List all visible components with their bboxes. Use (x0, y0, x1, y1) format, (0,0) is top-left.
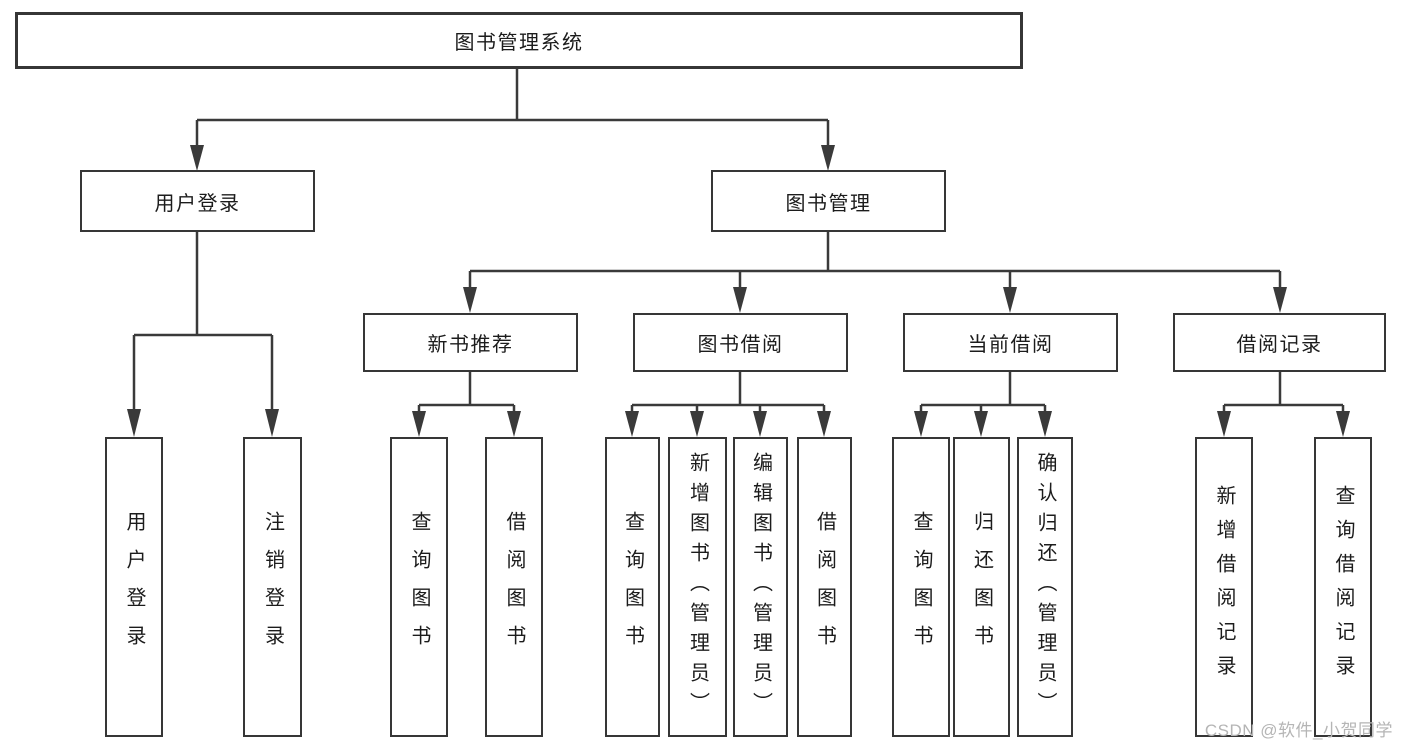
node-label: 新增图书︵管理员︶ (686, 452, 709, 722)
leaf-add-books-admin: 新增图书︵管理员︶ (668, 437, 727, 737)
node-label: 查询图书 (408, 511, 430, 663)
arrow-down-icon (190, 145, 204, 171)
leaf-query-books-recommend: 查询图书 (390, 437, 448, 737)
borrow-record-branch-line (1222, 371, 1345, 414)
node-label: 编辑图书︵管理员︶ (749, 452, 772, 722)
book-management-branch-line (468, 232, 1282, 290)
leaf-query-borrow-record: 查询借阅记录 (1314, 437, 1372, 737)
arrow-down-icon (733, 287, 747, 313)
node-label: 查询借阅记录 (1332, 485, 1354, 689)
node-label: 图书管理 (785, 192, 872, 215)
arrow-down-icon (463, 287, 477, 313)
node-label: 用户登录 (123, 511, 145, 663)
node-book-borrowing: 图书借阅 (633, 313, 848, 372)
arrow-down-icon (974, 411, 988, 437)
node-borrowing-records: 借阅记录 (1173, 313, 1386, 372)
new-book-branch-line (417, 371, 516, 414)
node-label: 借阅图书 (813, 511, 836, 663)
node-label: 借阅图书 (503, 511, 525, 663)
arrow-down-icon (1273, 287, 1287, 313)
node-label: 图书管理系统 (454, 32, 584, 54)
arrow-down-icon (127, 409, 141, 437)
node-library-management-system: 图书管理系统 (15, 12, 1023, 69)
arrow-down-icon (412, 411, 426, 437)
arrow-down-icon (625, 411, 639, 437)
arrow-down-icon (1038, 411, 1052, 437)
node-label: 查询图书 (910, 511, 932, 663)
leaf-logout: 注销登录 (243, 437, 302, 737)
root-branch-line (195, 69, 830, 148)
arrow-down-icon (821, 145, 835, 171)
leaf-query-books-current: 查询图书 (892, 437, 950, 737)
arrow-down-icon (265, 409, 279, 437)
arrow-down-icon (1003, 287, 1017, 313)
node-user-login: 用户登录 (80, 170, 315, 232)
arrow-down-icon (817, 411, 831, 437)
node-label: 新书推荐 (427, 334, 514, 356)
node-book-management: 图书管理 (711, 170, 946, 232)
node-label: 当前借阅 (967, 334, 1054, 356)
user-login-branch-line (132, 232, 274, 412)
node-label: 用户登录 (154, 192, 241, 215)
node-label: 注销登录 (261, 511, 284, 663)
node-label: 图书借阅 (697, 334, 784, 356)
arrow-down-icon (1336, 411, 1350, 437)
leaf-edit-books-admin: 编辑图书︵管理员︶ (733, 437, 788, 737)
leaf-borrow-books: 借阅图书 (797, 437, 852, 737)
book-borrow-branch-line (630, 371, 826, 414)
arrow-down-icon (507, 411, 521, 437)
leaf-return-books: 归还图书 (953, 437, 1010, 737)
node-label: 借阅记录 (1236, 334, 1323, 356)
node-label: 新增借阅记录 (1213, 485, 1235, 689)
arrow-down-icon (753, 411, 767, 437)
node-label: 确认归还︵管理员︶ (1034, 452, 1056, 722)
leaf-query-books-borrow: 查询图书 (605, 437, 660, 737)
csdn-watermark: CSDN @软件_小贺同学 (1204, 721, 1393, 740)
node-current-borrowing: 当前借阅 (903, 313, 1118, 372)
leaf-add-borrow-record: 新增借阅记录 (1195, 437, 1253, 737)
leaf-confirm-return-admin: 确认归还︵管理员︶ (1017, 437, 1073, 737)
arrow-down-icon (1217, 411, 1231, 437)
node-label: 查询图书 (621, 511, 644, 663)
arrow-down-icon (914, 411, 928, 437)
node-label: 归还图书 (970, 511, 993, 663)
arrow-down-icon (690, 411, 704, 437)
leaf-borrow-books-recommend: 借阅图书 (485, 437, 543, 737)
arrowheads (127, 145, 1350, 437)
node-new-book-recommendation: 新书推荐 (363, 313, 578, 372)
leaf-user-login: 用户登录 (105, 437, 163, 737)
current-borrow-branch-line (919, 371, 1047, 414)
